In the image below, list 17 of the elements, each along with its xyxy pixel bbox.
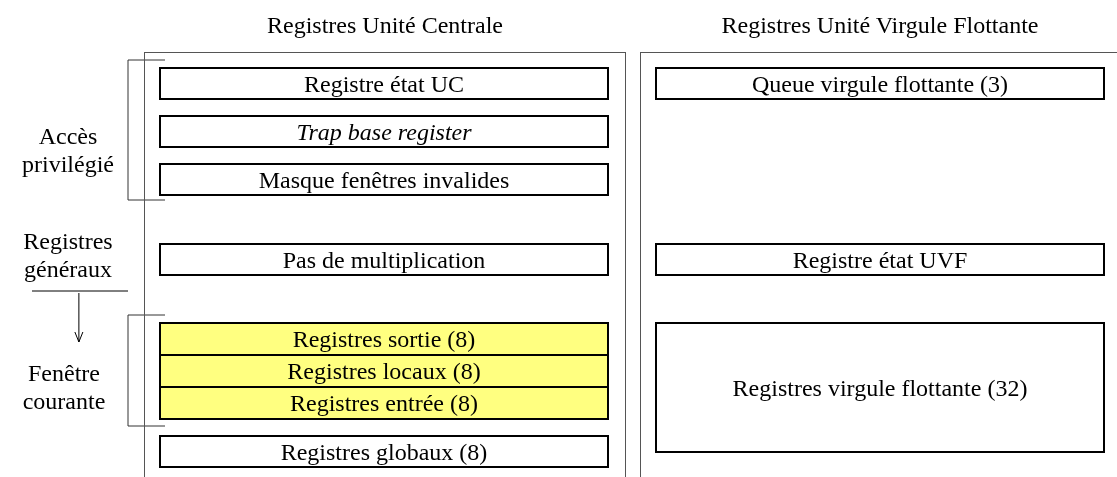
register-box: Registres virgule flottante (32) [655, 322, 1105, 453]
side-label: Accès privilégié [0, 120, 136, 182]
register-box: Registres sortie (8) [159, 322, 609, 356]
panel-heading: Registres Unité Virgule Flottante [720, 12, 1040, 39]
register-box: Trap base register [159, 115, 609, 148]
register-box: Masque fenêtres invalides [159, 163, 609, 196]
register-box: Registres locaux (8) [159, 354, 609, 388]
arrow [74, 292, 84, 343]
register-box: Registre état UVF [655, 243, 1105, 276]
register-box: Registres entrée (8) [159, 386, 609, 420]
side-label: Fenêtre courante [0, 342, 128, 434]
side-label: Registres généraux [0, 222, 136, 290]
register-box: Registre état UC [159, 67, 609, 100]
register-box: Registres globaux (8) [159, 435, 609, 468]
panel-heading: Registres Unité Centrale [266, 12, 504, 39]
register-box: Pas de multiplication [159, 243, 609, 276]
register-box: Queue virgule flottante (3) [655, 67, 1105, 100]
